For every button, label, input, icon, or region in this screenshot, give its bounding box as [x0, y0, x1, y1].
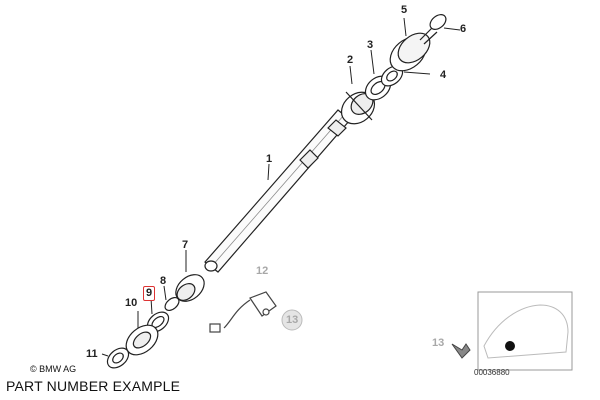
part-12-sensor: [209, 291, 277, 333]
callout-13[interactable]: 13: [286, 314, 299, 326]
callout-6[interactable]: 6: [460, 23, 467, 35]
callout-4[interactable]: 4: [440, 69, 447, 81]
part-5-cap: [389, 32, 431, 72]
callout-11[interactable]: 11: [86, 348, 98, 360]
part-10-bearing: [125, 324, 159, 356]
part-13-bubble: [281, 309, 303, 331]
diagram-id: 00036880: [474, 368, 510, 377]
steering-shaft: [204, 109, 351, 273]
inset-clip-icon: [451, 343, 471, 359]
callout-1[interactable]: 1: [266, 153, 273, 165]
copyright-text: © BMW AG: [30, 364, 77, 374]
part-4-washer: [380, 65, 404, 87]
callout-13-inset[interactable]: 13: [432, 337, 445, 349]
callout-12[interactable]: 12: [256, 265, 269, 277]
callout-10[interactable]: 10: [125, 297, 138, 309]
part-8-clip: [164, 296, 180, 312]
part-11-washer: [106, 347, 130, 369]
callout-8[interactable]: 8: [160, 275, 167, 287]
callout-5[interactable]: 5: [401, 4, 408, 16]
vehicle-inset: [477, 291, 573, 371]
callout-3[interactable]: 3: [367, 39, 374, 51]
part-6-bolt: [419, 14, 447, 45]
caption: PART NUMBER EXAMPLE: [6, 378, 181, 394]
callout-7[interactable]: 7: [182, 239, 189, 251]
callout-9[interactable]: 9: [143, 286, 156, 301]
callout-2[interactable]: 2: [347, 54, 354, 66]
leader-lines: [101, 17, 461, 357]
